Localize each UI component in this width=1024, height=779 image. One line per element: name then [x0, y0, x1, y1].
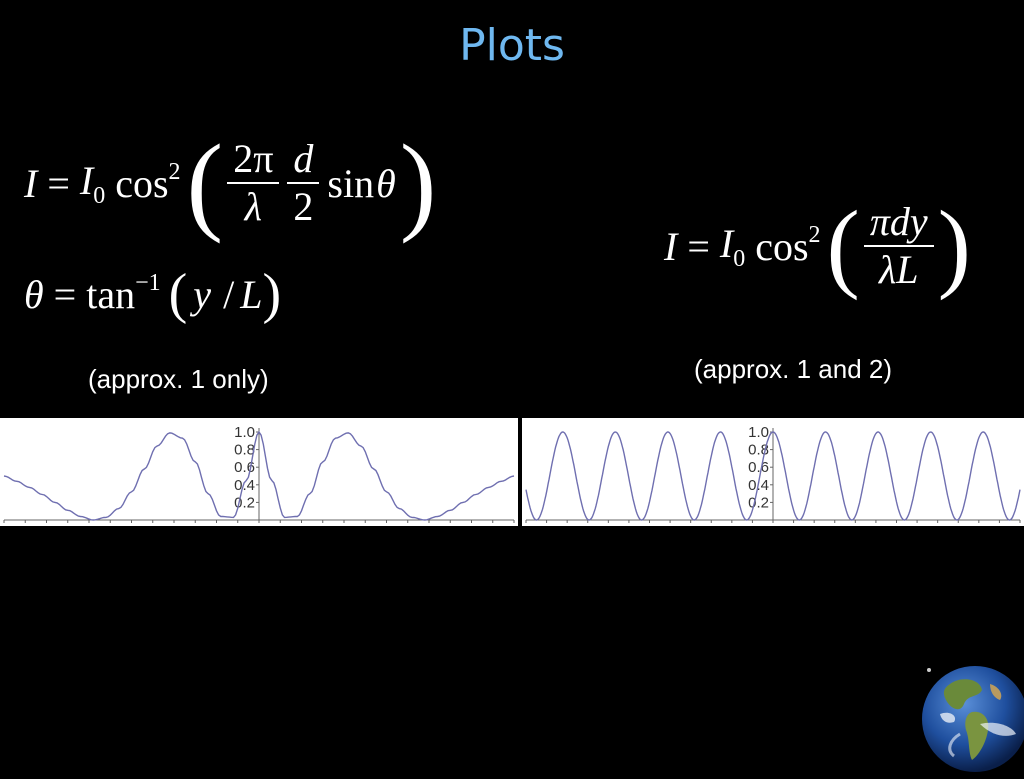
slide-title: Plots — [459, 20, 565, 71]
eq3-close-paren: ) — [937, 190, 971, 301]
eq3-cos: cos2 — [755, 222, 821, 269]
eq3-denominator: λL — [878, 247, 919, 292]
y-tick-label: 1.0 — [234, 424, 255, 441]
eq2-close-paren: ) — [262, 263, 282, 325]
eq1-cos: cos2 — [115, 159, 181, 206]
eq1-open-paren: ( — [186, 122, 224, 244]
eq2-open-paren: ( — [168, 263, 188, 325]
plot-approx-1-and-2-svg: 1.00.80.60.40.2 — [525, 424, 1021, 523]
eq1-equals: = — [47, 160, 70, 206]
y-tick-label: 0.6 — [748, 459, 769, 476]
eq3-lhs: I — [664, 223, 678, 269]
equation-theta: θ = tan−1 ( y / L ) — [24, 262, 281, 326]
eq3-fraction: πdy λL — [863, 201, 934, 292]
data-series-line — [3, 430, 515, 521]
equation-intensity-approx: I = I0 cos2 ( πdy λL ) — [664, 196, 971, 296]
eq2-y: y — [193, 271, 212, 317]
plot-approx-1-svg: 1.00.80.60.40.2 — [3, 424, 515, 523]
data-series-line — [525, 431, 1021, 521]
eq3-open-paren: ( — [826, 190, 860, 301]
note-approx-1-and-2: (approx. 1 and 2) — [694, 354, 893, 384]
eq1-sin: sin — [327, 160, 375, 206]
eq1-theta: θ — [376, 160, 396, 206]
y-tick-label: 0.4 — [234, 477, 255, 494]
star-dot — [927, 668, 931, 672]
eq2-tan: tan−1 — [86, 270, 161, 317]
earth-globe-image — [920, 664, 1024, 779]
y-tick-label: 0.2 — [748, 494, 769, 511]
note-approx-1-only: (approx. 1 only) — [88, 364, 269, 394]
eq3-numerator: πdy — [863, 201, 934, 247]
eq1-lhs: I — [24, 160, 38, 206]
eq1-close-paren: ) — [399, 122, 437, 244]
eq2-lhs: θ — [24, 271, 44, 317]
y-tick-label: 0.8 — [234, 442, 255, 459]
eq1-fraction-2pi-lambda: 2π λ — [227, 138, 280, 228]
eq2-equals: = — [53, 271, 77, 317]
eq1-fraction-d-2: d 2 — [287, 138, 320, 228]
equation-intensity-exact: I = I0 cos2 ( 2π λ d 2 sin θ ) — [24, 128, 436, 238]
eq3-equals: = — [687, 223, 710, 269]
eq3-i0: I0 — [719, 220, 746, 272]
y-tick-label: 1.0 — [748, 424, 769, 441]
eq1-i0: I0 — [79, 157, 106, 209]
eq2-slash: / — [223, 271, 235, 317]
eq2-L: L — [240, 271, 263, 317]
